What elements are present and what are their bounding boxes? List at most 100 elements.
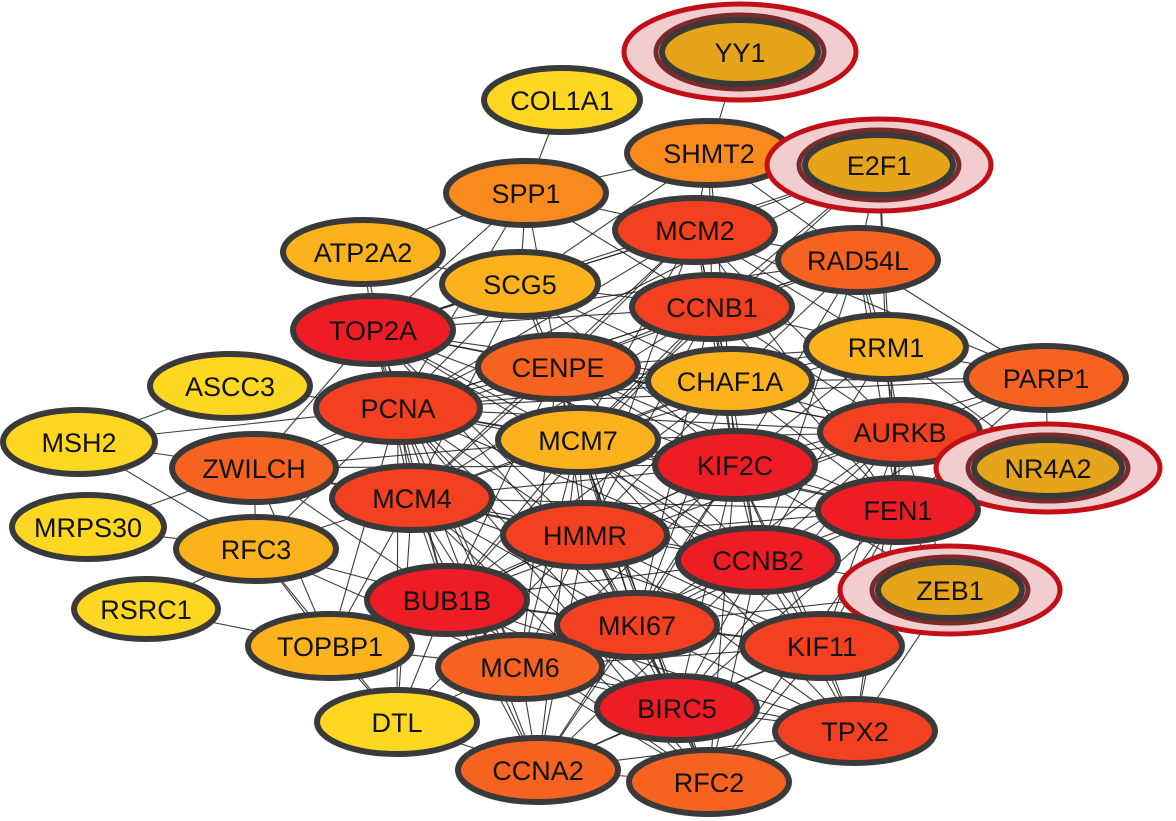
node-ellipse-rad54l: [775, 225, 941, 295]
node-ellipse-kif11: [739, 611, 905, 681]
edge-ccnb1-hmmr: [584, 306, 713, 536]
node-label-rad54l: RAD54L: [807, 246, 909, 276]
edge-aurkb-bub1b: [446, 431, 901, 601]
node-kif11[interactable]: KIF11: [739, 611, 905, 681]
edge-rrm1-ccnb2: [757, 346, 887, 561]
node-msh2[interactable]: MSH2: [0, 407, 158, 477]
node-label-msh2: MSH2: [41, 428, 116, 458]
node-label-chaf1a: CHAF1A: [677, 367, 784, 397]
node-bub1b[interactable]: BUB1B: [364, 563, 530, 637]
edge-mcm4-kif11: [411, 497, 823, 647]
edge-mcm7-birc5: [577, 439, 678, 709]
node-scg5[interactable]: SCG5: [439, 249, 601, 319]
edge-rad54l-fen1: [857, 259, 899, 511]
edge-cenpe-bub1b: [446, 366, 559, 601]
node-ellipse-msh2: [0, 407, 158, 477]
node-label-spp1: SPP1: [491, 179, 560, 209]
node-label-kif11: KIF11: [787, 632, 857, 662]
node-ellipse-hmmr: [500, 500, 670, 570]
node-label-e2f1: E2F1: [847, 151, 912, 181]
node-atp2a2[interactable]: ATP2A2: [280, 217, 446, 287]
node-mrps30[interactable]: MRPS30: [9, 492, 167, 562]
node-ellipse-mcm4: [329, 463, 495, 533]
node-label-aurkb: AURKB: [853, 418, 946, 448]
node-ellipse-tpx2: [772, 696, 938, 766]
node-ellipse-chaf1a: [645, 346, 815, 416]
node-ccna2[interactable]: CCNA2: [455, 735, 621, 805]
node-ellipse-bub1b: [364, 563, 530, 637]
node-ellipse-mcm2: [612, 195, 778, 265]
node-cenpe[interactable]: CENPE: [475, 332, 641, 402]
node-ellipse-ascc3: [147, 351, 313, 421]
node-tpx2[interactable]: TPX2: [772, 696, 938, 766]
node-mcm4[interactable]: MCM4: [329, 463, 495, 533]
node-kif2c[interactable]: KIF2C: [652, 428, 818, 502]
node-chaf1a[interactable]: CHAF1A: [645, 346, 815, 416]
node-rfc2[interactable]: RFC2: [626, 747, 792, 817]
node-label-tpx2: TPX2: [821, 717, 889, 747]
node-label-rfc3: RFC3: [221, 535, 292, 565]
node-zwilch[interactable]: ZWILCH: [169, 431, 339, 505]
node-e2f1[interactable]: E2F1: [764, 116, 994, 214]
node-label-nr4a2: NR4A2: [1004, 454, 1091, 484]
node-mcm2[interactable]: MCM2: [612, 195, 778, 265]
node-ellipse-kif2c: [652, 428, 818, 502]
node-ellipse-mrps30: [9, 492, 167, 562]
node-ellipse-mki67: [554, 590, 720, 660]
node-label-ccnb1: CCNB1: [666, 293, 758, 323]
node-rfc3[interactable]: RFC3: [173, 514, 339, 584]
node-ellipse-birc5: [594, 673, 760, 743]
edge-parp1-ccnb2: [757, 377, 1047, 561]
highlight-inner-ring-e2f1: [796, 127, 962, 203]
node-spp1[interactable]: SPP1: [443, 158, 609, 228]
node-fen1[interactable]: FEN1: [815, 475, 981, 545]
node-birc5[interactable]: BIRC5: [594, 673, 760, 743]
node-col1a1[interactable]: COL1A1: [481, 65, 643, 135]
node-dtl[interactable]: DTL: [314, 687, 480, 757]
highlight-inner-ring-nr4a2: [965, 432, 1131, 504]
node-ellipse-e2f1: [802, 132, 956, 198]
node-hmmr[interactable]: HMMR: [500, 500, 670, 570]
node-label-rsrc1: RSRC1: [100, 595, 192, 625]
node-rrm1[interactable]: RRM1: [803, 312, 969, 382]
node-rsrc1[interactable]: RSRC1: [71, 576, 221, 642]
node-shmt2[interactable]: SHMT2: [624, 118, 794, 188]
node-rad54l[interactable]: RAD54L: [775, 225, 941, 295]
node-mcm7[interactable]: MCM7: [495, 405, 661, 475]
node-label-parp1: PARP1: [1003, 364, 1090, 394]
edge-fen1-birc5: [676, 509, 899, 709]
node-ellipse-ccna2: [455, 735, 621, 805]
node-ascc3[interactable]: ASCC3: [147, 351, 313, 421]
node-zeb1[interactable]: ZEB1: [837, 543, 1063, 637]
node-top2a[interactable]: TOP2A: [290, 293, 456, 367]
node-topbp1[interactable]: TOPBP1: [245, 611, 415, 681]
node-ellipse-atp2a2: [280, 217, 446, 287]
node-label-mcm6: MCM6: [480, 653, 560, 683]
node-label-birc5: BIRC5: [637, 694, 717, 724]
node-ellipse-fen1: [815, 475, 981, 545]
edge-pcna-dtl: [396, 407, 399, 723]
edge-bub1b-tpx2: [446, 599, 856, 732]
node-label-shmt2: SHMT2: [663, 139, 755, 169]
node-ccnb2[interactable]: CCNB2: [675, 525, 841, 595]
node-ellipse-ccnb2: [675, 525, 841, 595]
node-yy1[interactable]: YY1: [621, 1, 859, 103]
node-label-ccna2: CCNA2: [492, 756, 584, 786]
highlight-inner-ring-yy1: [653, 12, 827, 92]
node-ellipse-ccnb1: [629, 272, 795, 342]
node-label-ascc3: ASCC3: [185, 372, 275, 402]
node-label-ccnb2: CCNB2: [712, 546, 804, 576]
node-nr4a2[interactable]: NR4A2: [933, 421, 1163, 515]
node-ccnb1[interactable]: CCNB1: [629, 272, 795, 342]
node-label-pcna: PCNA: [360, 394, 435, 424]
node-parp1[interactable]: PARP1: [963, 343, 1129, 413]
node-label-atp2a2: ATP2A2: [314, 238, 413, 268]
node-label-kif2c: KIF2C: [697, 451, 774, 481]
node-aurkb[interactable]: AURKB: [817, 397, 983, 467]
node-mcm6[interactable]: MCM6: [435, 632, 605, 702]
node-ellipse-zwilch: [169, 431, 339, 505]
node-pcna[interactable]: PCNA: [313, 371, 483, 445]
node-ellipse-dtl: [314, 687, 480, 757]
node-mki67[interactable]: MKI67: [554, 590, 720, 660]
